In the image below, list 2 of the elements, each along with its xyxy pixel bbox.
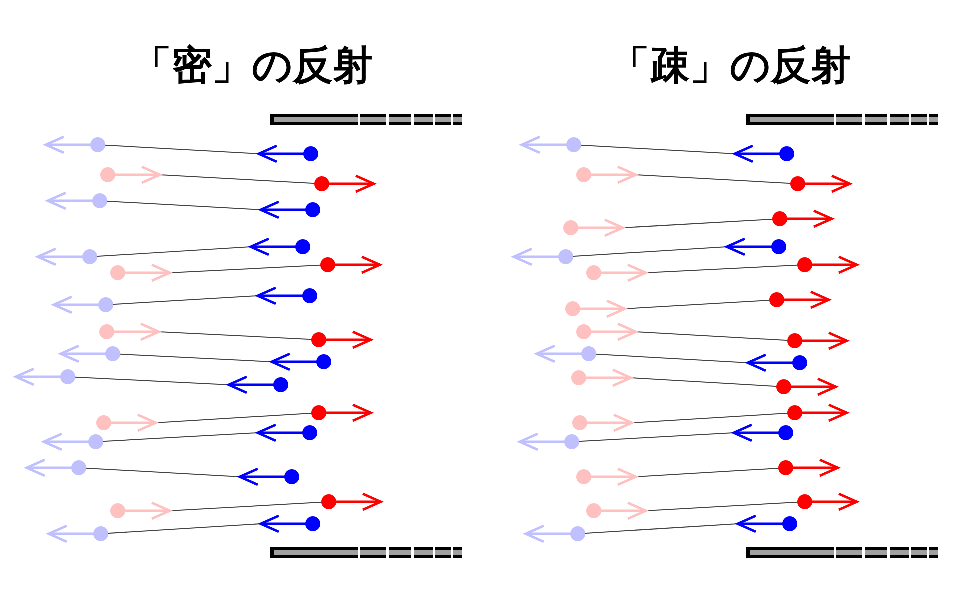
panel-title: 「疎」の反射	[610, 42, 851, 91]
panel-title: 「密」の反射	[132, 42, 373, 91]
